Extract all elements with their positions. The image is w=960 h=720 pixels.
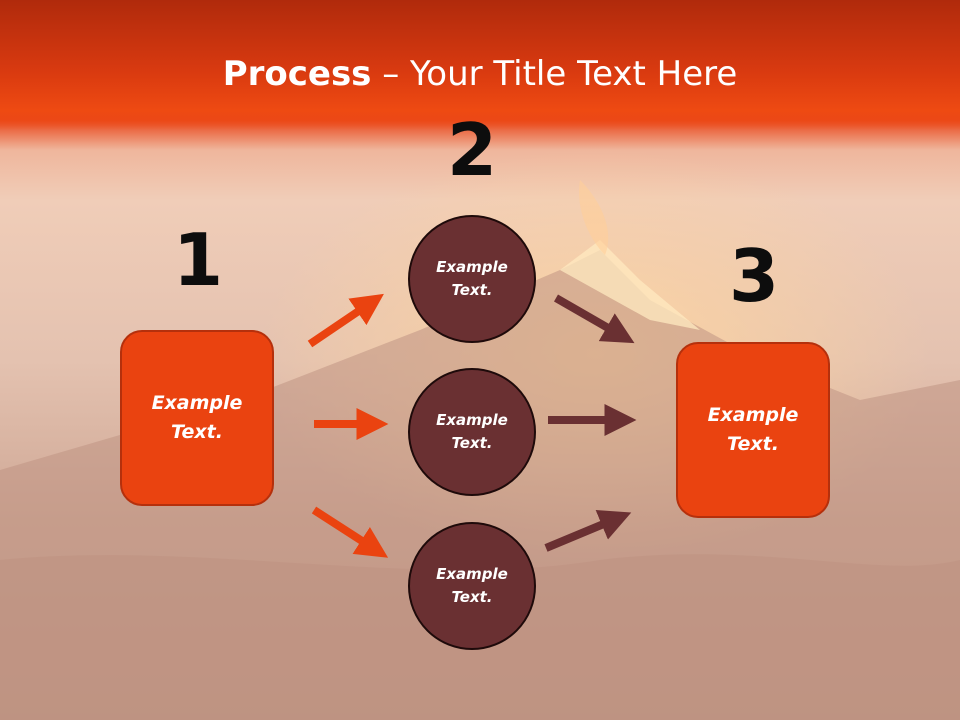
circle-middle: Example Text. <box>408 368 536 496</box>
step-number-2: 2 <box>446 108 498 192</box>
circle-bottom: Example Text. <box>408 522 536 650</box>
step-box-1: Example Text. <box>120 330 274 506</box>
circle-middle-text: Example Text. <box>436 411 508 452</box>
arrow-top-to-3 <box>554 294 635 344</box>
arrow-1-to-bottom <box>311 506 389 558</box>
step-box-3-text: Example Text. <box>707 404 799 455</box>
title-bold: Process <box>222 54 372 94</box>
step-box-3: Example Text. <box>676 342 830 518</box>
circle-top: Example Text. <box>408 215 536 343</box>
slide-title: Process – Your Title Text Here <box>0 52 960 96</box>
title-bar <box>0 0 960 130</box>
arrow-bottom-to-3 <box>544 510 632 552</box>
step-box-1-text: Example Text. <box>151 392 243 443</box>
circle-top-text: Example Text. <box>436 258 508 299</box>
step-number-3: 3 <box>728 234 780 318</box>
step-number-1: 1 <box>172 218 224 302</box>
title-rest: – Your Title Text Here <box>371 54 738 94</box>
arrow-1-to-top <box>307 293 384 348</box>
circle-bottom-text: Example Text. <box>436 565 508 606</box>
